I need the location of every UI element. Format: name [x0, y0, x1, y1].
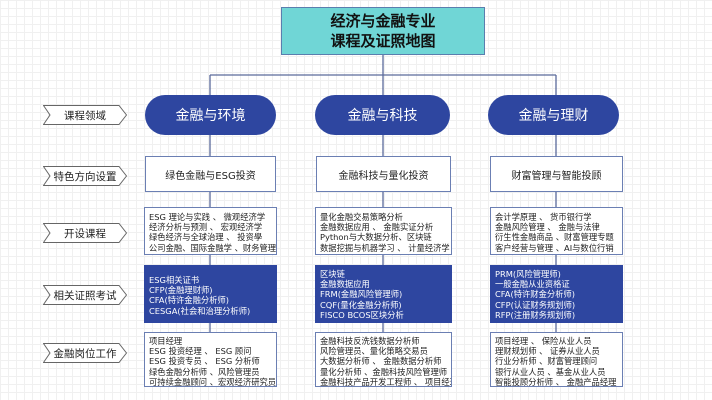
- domain-pill-fintech: 金融与科技: [315, 95, 450, 135]
- certs-box-environment: ESG相关证书 CFP(金融理财师) CFA(特许金融分析师) CESGA(社会…: [144, 265, 277, 323]
- course-item: 金融风险管理 、 金融与法律: [495, 222, 600, 233]
- courses-box-fintech: 量化金融交易策略分析 金融数据应用 、 金融实证分析 Python与大数据分析、…: [315, 207, 452, 255]
- course-item: Python与大数据分析、区块链: [320, 232, 432, 243]
- job-item: 金融科技反洗钱数据分析师: [320, 336, 420, 346]
- row-label-certs: 相关证照考试: [42, 285, 128, 305]
- cert-item: RFP(注册财务规划师): [495, 309, 576, 320]
- cert-item: 金融数据应用: [320, 279, 370, 290]
- certs-box-fintech: 区块链 金融数据应用 FRM(金融风险管理师) CQF(量化金融分析师) FIS…: [315, 265, 452, 323]
- job-item: 行业分析师 、财富管理顾问: [495, 356, 598, 367]
- course-item: 经济分析与预测 、 宏观经济学: [149, 222, 263, 233]
- job-item: 金融科技产品开发工程师 、 项目经理: [320, 376, 452, 387]
- job-item: 风险管理员、量化策略交易员: [320, 346, 428, 357]
- feature-box-environment: 绿色金融与ESG投资: [145, 156, 276, 192]
- job-item: 量化分析师 、金融科技风险管理师: [320, 366, 448, 377]
- cert-item: CFP(认证财务规划师): [495, 299, 576, 310]
- certs-box-wealth: PRM(风险管理师) 一般金融从业资格证 CFA(特许财金分析师) CFP(认证…: [490, 265, 623, 323]
- feature-box-wealth: 财富管理与智能投顾: [490, 156, 623, 192]
- cert-item: CQF(量化金融分析师): [320, 299, 402, 310]
- job-item: 大数据分析师 、 金融数据分析师: [320, 356, 442, 367]
- cert-item: ESG相关证书: [149, 275, 200, 285]
- map-title: 经济与金融专业 课程及证照地图: [281, 7, 485, 55]
- title-line-2: 课程及证照地图: [330, 32, 436, 50]
- cert-item: 区块链: [320, 269, 345, 279]
- job-item: ESG 投资经理 、 ESG 顾问: [149, 346, 252, 357]
- job-item: 项目经理 、 保险从业人员: [495, 336, 592, 346]
- course-item: 金融数据应用 、 金融实证分析: [320, 222, 434, 233]
- course-item: 客户经营与管理 、AI与数位行销: [495, 242, 614, 253]
- courses-box-environment: ESG 理论与实践 、 微观经济学 经济分析与预测 、 宏观经济学 绿色经济与全…: [144, 207, 277, 255]
- course-item: 绿色经济与全球治理 、 投资學: [149, 232, 263, 243]
- cert-item: CFA(特许财金分析师): [495, 289, 576, 300]
- cert-item: FISCO BCOS区块分析: [320, 309, 404, 320]
- row-label-jobs: 金融岗位工作: [42, 343, 128, 363]
- cert-item: FRM(金融风险管理师): [320, 289, 403, 300]
- row-label-text: 开设课程: [64, 227, 106, 240]
- row-label-domain: 课程领域: [42, 105, 128, 125]
- course-item: 量化金融交易策略分析: [320, 212, 403, 222]
- courses-box-wealth: 会计学原理 、 货币银行学 金融风险管理 、 金融与法律 衍生性金融商品 、财富…: [490, 207, 623, 255]
- job-item: 可持续金融顾问 、宏观经济研究员: [149, 376, 277, 387]
- job-item: ESG 投资专员 、 ESG 分析师: [149, 356, 260, 367]
- job-item: 智能投顾分析师 、 金融产品经理: [495, 376, 617, 387]
- course-item: 数据挖掘与机器学习 、 计量经济学: [320, 242, 450, 253]
- job-item: 项目经理: [149, 336, 183, 346]
- cert-item: CESGA(社会和治理分析师): [149, 305, 251, 316]
- domain-pill-environment: 金融与环境: [145, 95, 276, 135]
- domain-pill-wealth: 金融与理财: [488, 95, 619, 135]
- course-item: ESG 理论与实践 、 微观经济学: [149, 212, 266, 222]
- feature-box-fintech: 金融科技与量化投资: [316, 156, 451, 192]
- row-label-text: 特色方向设置: [53, 170, 117, 183]
- title-line-1: 经济与金融专业: [330, 12, 436, 30]
- jobs-box-environment: 项目经理 ESG 投资经理 、 ESG 顾问 ESG 投资专员 、 ESG 分析…: [144, 332, 277, 387]
- jobs-box-wealth: 项目经理 、 保险从业人员 理财规划师 、 证券从业人员 行业分析师 、财富管理…: [490, 332, 623, 387]
- job-item: 绿色金融分析师 、风险管理员: [149, 366, 260, 377]
- cert-item: CFA(特许金融分析师): [149, 295, 230, 306]
- cert-item: PRM(风险管理师): [495, 269, 561, 279]
- row-label-text: 课程领域: [64, 109, 106, 122]
- cert-item: CFP(金融理财师): [149, 285, 213, 296]
- row-label-courses: 开设课程: [42, 223, 128, 243]
- course-item: 衍生性金融商品 、财富管理专题: [495, 232, 614, 243]
- row-label-text: 相关证照考试: [53, 289, 117, 302]
- cert-item: 一般金融从业资格证: [495, 279, 570, 290]
- course-item: 公司金融、国际金融学 、财务管理: [149, 242, 277, 253]
- row-label-text: 金融岗位工作: [53, 347, 117, 360]
- course-item: 会计学原理 、 货币银行学: [495, 212, 592, 222]
- jobs-box-fintech: 金融科技反洗钱数据分析师 风险管理员、量化策略交易员 大数据分析师 、 金融数据…: [315, 332, 452, 387]
- row-label-feature: 特色方向设置: [42, 166, 128, 186]
- job-item: 银行从业人员 、基金从业人员: [495, 366, 606, 377]
- job-item: 理财规划师 、 证券从业人员: [495, 346, 600, 357]
